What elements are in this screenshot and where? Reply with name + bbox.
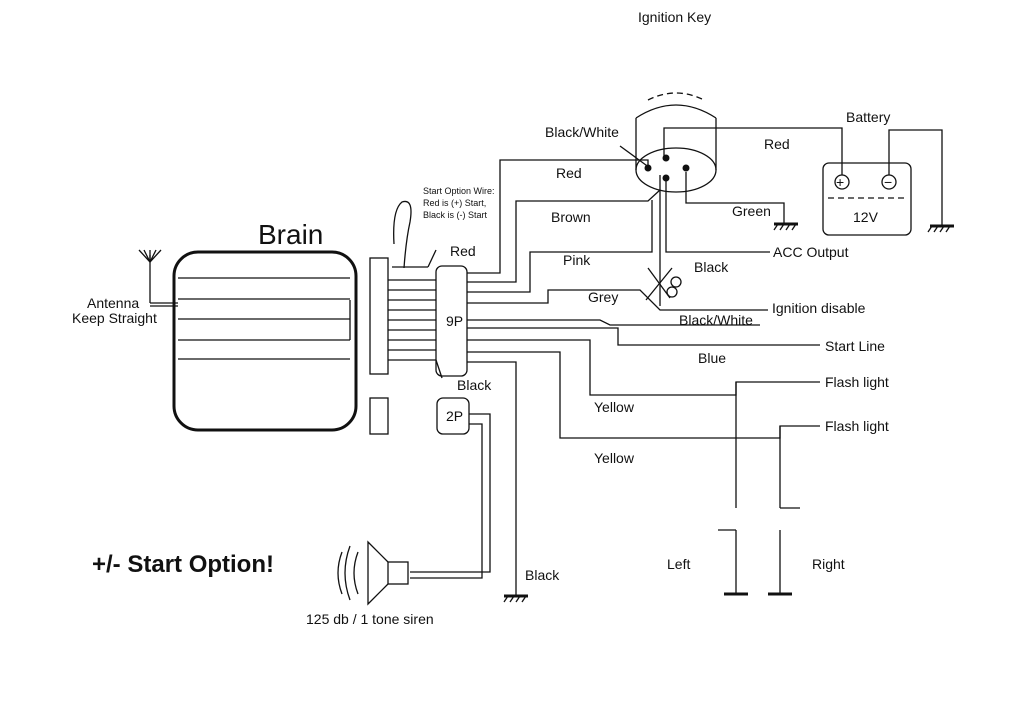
battery-minus: − bbox=[884, 174, 892, 190]
ignition-switch-icon bbox=[635, 92, 717, 193]
siren-icon bbox=[337, 540, 409, 606]
black-connector-label: Black bbox=[457, 377, 492, 393]
brain-to-9p-wires bbox=[388, 279, 436, 361]
battery-voltage: 12V bbox=[853, 209, 879, 225]
start-option-note-line2: Red is (+) Start, bbox=[423, 198, 486, 208]
wire-black-white-mid bbox=[467, 319, 760, 326]
light-label-left: Left bbox=[667, 556, 690, 572]
wire-grey bbox=[467, 289, 768, 311]
wire-label-blue: Blue bbox=[698, 350, 726, 366]
wire-blue bbox=[467, 327, 820, 346]
battery-plus: + bbox=[836, 174, 844, 190]
wire-green bbox=[685, 172, 785, 224]
wire-label-green: Green bbox=[732, 203, 771, 219]
brain-label: Brain bbox=[258, 219, 323, 250]
wire-label-ignition-disable: Ignition disable bbox=[772, 300, 866, 316]
wire-label-brown: Brown bbox=[551, 209, 591, 225]
wire-red-battery bbox=[663, 127, 843, 175]
wire-battery-ground bbox=[888, 129, 943, 225]
ignition-key-label: Ignition Key bbox=[638, 9, 711, 25]
wire-brown bbox=[467, 189, 661, 283]
siren-label: 125 db / 1 tone siren bbox=[306, 611, 434, 627]
connector-2p-label: 2P bbox=[446, 408, 463, 424]
brain-connector-housing bbox=[369, 257, 389, 375]
wire-yellow-1 bbox=[467, 339, 820, 396]
wire-label-start-line: Start Line bbox=[825, 338, 885, 354]
flash-light-left-wires bbox=[718, 382, 748, 596]
antenna-icon bbox=[138, 249, 178, 307]
wire-label-black-white-mid: Black/White bbox=[679, 312, 753, 328]
connector-9p-label: 9P bbox=[446, 313, 463, 329]
wire-label-acc-output: ACC Output bbox=[773, 244, 849, 260]
start-option-note-line1: Start Option Wire: bbox=[423, 186, 495, 196]
wire-label-flash-light-2: Flash light bbox=[825, 418, 889, 434]
ground-icon bbox=[773, 222, 798, 231]
start-option-note-line3: Black is (-) Start bbox=[423, 210, 488, 220]
antenna-label-line2: Keep Straight bbox=[72, 310, 157, 326]
wire-siren-b bbox=[410, 423, 483, 579]
wire-black-ground bbox=[467, 361, 517, 595]
connector-clip-icon bbox=[393, 200, 412, 269]
wire-label-yellow-2: Yellow bbox=[594, 450, 635, 466]
wire-acc-output bbox=[665, 178, 770, 253]
connector-9p bbox=[435, 265, 468, 377]
start-option-red-label: Red bbox=[450, 243, 476, 259]
wire-label-black-white-top: Black/White bbox=[545, 124, 619, 140]
battery-icon bbox=[822, 162, 912, 236]
flash-light-right-wires bbox=[768, 426, 800, 596]
antenna-label-line1: Antenna bbox=[87, 295, 139, 311]
wire-red-ignition bbox=[467, 159, 649, 274]
brain-connector-small bbox=[369, 397, 389, 435]
wire-label-pink: Pink bbox=[563, 252, 591, 268]
scissors-icon bbox=[645, 267, 682, 301]
ground-icon bbox=[927, 224, 954, 233]
wire-label-black-ground: Black bbox=[525, 567, 560, 583]
battery-label: Battery bbox=[846, 109, 890, 125]
wire-label-grey: Grey bbox=[588, 289, 618, 305]
light-label-right: Right bbox=[812, 556, 845, 572]
wire-label-red-left: Red bbox=[556, 165, 582, 181]
wire-label-flash-light-1: Flash light bbox=[825, 374, 889, 390]
ground-icon bbox=[503, 594, 528, 603]
brain-module bbox=[172, 250, 358, 432]
wire-label-red-top: Red bbox=[764, 136, 790, 152]
wire-label-yellow-1: Yellow bbox=[594, 399, 635, 415]
page-title: +/- Start Option! bbox=[92, 551, 274, 578]
wire-pink bbox=[467, 200, 653, 293]
wire-siren-a bbox=[410, 413, 491, 573]
connector-2p bbox=[436, 397, 470, 435]
wire-yellow-2 bbox=[467, 351, 820, 439]
wire-label-black-mid: Black bbox=[694, 259, 729, 275]
